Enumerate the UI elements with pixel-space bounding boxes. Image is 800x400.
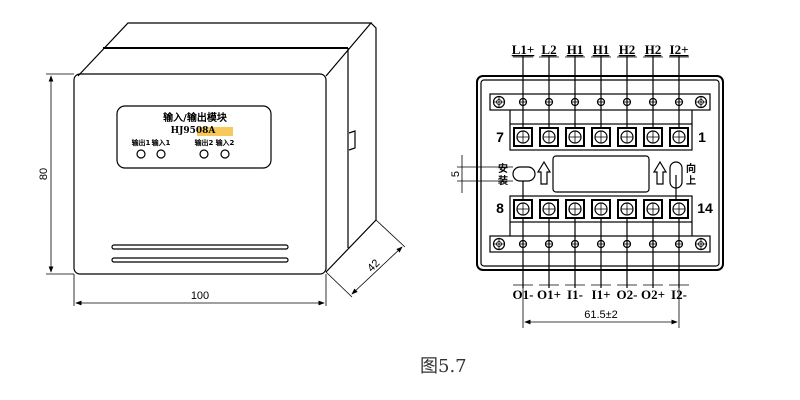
up-arrow-right-icon: [652, 160, 668, 185]
bottom-terminal-label: O2+: [641, 287, 665, 302]
figure-caption: 图5.7: [420, 356, 467, 377]
top-terminal-label: H1: [567, 42, 584, 57]
box-top-face: [77, 22, 373, 77]
top-terminal-screw: [513, 127, 533, 147]
bottom-rail-screw: [622, 239, 632, 249]
bottom-terminal-screw: [617, 199, 637, 219]
top-rail-screw: [544, 97, 554, 107]
up-label-1: 向: [686, 162, 696, 175]
bottom-terminal-screw: [539, 199, 559, 219]
bottom-rail: [489, 235, 711, 253]
top-rail-base: [509, 110, 693, 124]
vent-slot-1: [111, 244, 289, 250]
top-terminal-screw: [565, 127, 585, 147]
top-terminal-label: H1: [593, 42, 610, 57]
mount-slot: [512, 166, 536, 182]
top-terminal-label: H2: [645, 42, 662, 57]
indicator-label-in2: 输入2: [216, 138, 235, 147]
top-terminal-screw: [617, 127, 637, 147]
depth-dim-line: [351, 246, 403, 295]
top-terminal-label: L1+: [512, 42, 535, 57]
top-terminal-label: H2: [619, 42, 636, 57]
corner-screw-top-right: [694, 95, 708, 109]
indicator-label-out1: 输出1: [132, 138, 151, 147]
bottom-rail-screw: [674, 239, 684, 249]
corner-screw-bottom-left: [492, 237, 506, 251]
terminal-number-8: 8: [496, 200, 504, 216]
depth-dim-ext: [325, 219, 406, 298]
bottom-rail-screw: [570, 239, 580, 249]
box-right-face: [325, 22, 377, 273]
bottom-rail-base: [509, 222, 693, 236]
orientation-slot: [669, 161, 683, 189]
top-rail-screw: [570, 97, 580, 107]
top-terminal-label: I2+: [670, 42, 689, 57]
corner-screw-bottom-right: [694, 237, 708, 251]
height-dim-ext: [46, 73, 74, 275]
housing-outer: [476, 75, 724, 271]
indicator-led-out1: [136, 149, 146, 159]
bottom-terminal-screw: [669, 199, 689, 219]
width-dim-value: 100: [191, 290, 209, 302]
spacing-dim-value: 61.5±2: [584, 309, 618, 321]
bottom-terminal-screw: [643, 199, 663, 219]
model-highlight: [197, 127, 233, 136]
model-number: HJ9508A: [171, 126, 217, 136]
height-dim-value: 80: [38, 168, 50, 180]
front-view: 输入/输出模块 HJ9508A 输出1 输入1 输出2 输入2 80 100 4…: [38, 22, 406, 306]
bottom-terminal-label: O1+: [537, 287, 561, 302]
indicator-label-in1: 输入1: [152, 138, 171, 147]
bottom-terminal-screw: [591, 199, 611, 219]
terminal-number-14: 14: [697, 200, 713, 216]
corner-screw-top-left: [492, 95, 506, 109]
top-rail-screw: [648, 97, 658, 107]
center-window: [552, 155, 650, 193]
depth-dim-value: 42: [365, 257, 382, 274]
bottom-terminal-label: O2-: [617, 287, 638, 302]
top-rail-screw: [622, 97, 632, 107]
panel-title: 输入/输出模块: [163, 111, 228, 124]
terminal-number-1: 1: [698, 129, 706, 145]
top-rail-screw: [596, 97, 606, 107]
up-label-2: 上: [686, 174, 696, 187]
box-front-face: [73, 73, 327, 275]
slot-dim-ext: [457, 166, 513, 182]
top-rail: [489, 93, 711, 111]
indicator-led-out2: [199, 149, 209, 159]
bottom-rail-screw: [596, 239, 606, 249]
bottom-rail-screw: [518, 239, 528, 249]
indicator-led-in1: [156, 149, 166, 159]
indicator-label-out2: 输出2: [195, 138, 214, 147]
bottom-terminal-label: I1-: [567, 287, 583, 302]
slot-dim-value: 5: [450, 171, 462, 177]
vent-slot-2: [111, 257, 289, 263]
bottom-terminal-screw: [513, 199, 533, 219]
box-right-notch: [348, 130, 356, 151]
top-terminal-screw: [591, 127, 611, 147]
indicator-led-in2: [220, 149, 230, 159]
top-terminal-label: L2: [541, 42, 556, 57]
bottom-rail-screw: [544, 239, 554, 249]
bottom-terminal-label: I1+: [592, 287, 611, 302]
top-terminal-screw: [669, 127, 689, 147]
display-panel: [116, 105, 272, 169]
housing-inner: [480, 79, 720, 267]
top-terminal-screw: [539, 127, 559, 147]
top-rail-screw: [518, 97, 528, 107]
mount-label-1: 安: [498, 162, 508, 175]
bottom-terminal-screw: [565, 199, 585, 219]
bottom-rail-screw: [648, 239, 658, 249]
width-dim-ext: [73, 274, 327, 306]
up-arrow-left-icon: [536, 160, 552, 185]
top-rail-screw: [674, 97, 684, 107]
top-terminal-screw: [643, 127, 663, 147]
mount-label-2: 装: [497, 174, 508, 187]
terminal-number-7: 7: [496, 129, 504, 145]
